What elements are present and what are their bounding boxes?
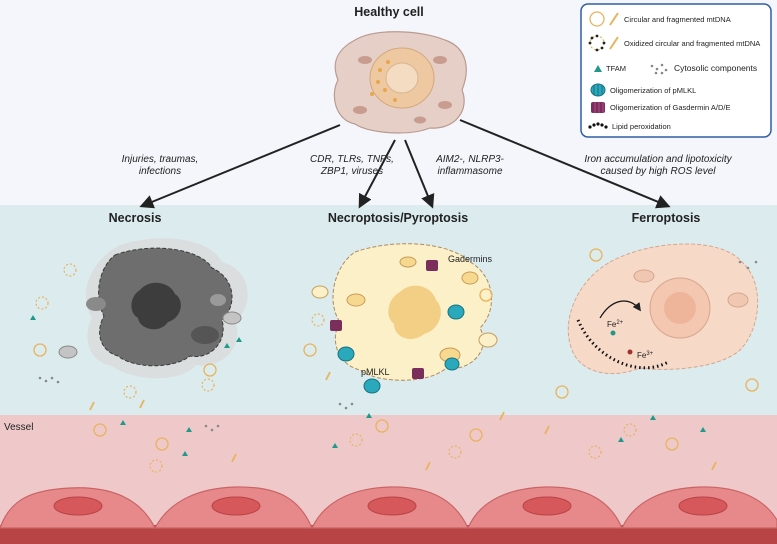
trigger-pyroptosis-line2: inflammasome bbox=[437, 166, 502, 177]
healthy-cell-title: Healthy cell bbox=[354, 5, 423, 19]
healthy-cell bbox=[333, 31, 467, 134]
ferroptotic-cell bbox=[567, 243, 759, 375]
trigger-necrosis-line2: infections bbox=[139, 166, 181, 177]
endothelium bbox=[0, 486, 777, 544]
fe3-label: Fe3+ bbox=[637, 351, 654, 360]
vessel-label: Vessel bbox=[4, 422, 33, 433]
panel-title-ferroptosis: Ferroptosis bbox=[632, 211, 701, 225]
legend-oxidized-mtdna: Oxidized circular and fragmented mtDNA bbox=[624, 39, 760, 48]
pmlkl-icon bbox=[590, 83, 606, 97]
legend-lipid: Lipid peroxidation bbox=[612, 122, 671, 131]
gasdermin-pore bbox=[330, 260, 438, 379]
trigger-pyroptosis-line1: AIM2-, NLRP3- bbox=[435, 154, 504, 165]
legend-gasdermin: Oligomerization of Gasdermin A/D/E bbox=[610, 103, 730, 112]
arrow-necrosis bbox=[139, 124, 341, 209]
gasdermins-label: Gadermins bbox=[448, 254, 493, 264]
lipid-peroxidation-icon bbox=[588, 122, 608, 129]
arrow-ferroptosis bbox=[459, 119, 671, 209]
fe2-label: Fe2+ bbox=[607, 320, 624, 329]
legend-tfam: TFAM bbox=[606, 64, 626, 73]
mtdna-fragment-icon bbox=[609, 12, 619, 26]
trigger-necroptosis-line2: ZBP1, viruses bbox=[320, 166, 383, 177]
mtdna-ring-icon bbox=[589, 11, 605, 27]
necrotic-cell bbox=[58, 238, 248, 379]
released-components bbox=[30, 248, 759, 473]
trigger-ferroptosis-line2: caused by high ROS level bbox=[600, 166, 716, 177]
trigger-necroptosis-line1: CDR, TLRs, TNFs, bbox=[310, 154, 394, 165]
panel-title-necroptosis: Necroptosis/Pyroptosis bbox=[328, 211, 468, 225]
trigger-ferroptosis-line1: Iron accumulation and lipotoxicity bbox=[584, 154, 732, 165]
oxidized-fragment-icon bbox=[609, 36, 619, 50]
pmlkl-pore bbox=[337, 304, 465, 394]
cytosolic-components-icon bbox=[650, 63, 668, 75]
legend: Circular and fragmented mtDNA Oxidized c… bbox=[580, 3, 772, 138]
panel-title-necrosis: Necrosis bbox=[109, 211, 162, 225]
tfam-icon bbox=[594, 65, 602, 72]
legend-cytosolic: Cytosolic components bbox=[674, 63, 757, 73]
pmlkl-label: pMLKL bbox=[361, 367, 390, 377]
pyroptotic-cell bbox=[311, 243, 498, 394]
arrow-necroptosis bbox=[358, 139, 396, 209]
legend-pmlkl: Oligomerization of pMLKL bbox=[610, 86, 696, 95]
legend-circular-mtdna: Circular and fragmented mtDNA bbox=[624, 15, 731, 24]
arrow-pyroptosis bbox=[404, 139, 435, 209]
trigger-necrosis-line1: Injuries, traumas, bbox=[122, 154, 199, 165]
gasdermin-icon bbox=[591, 102, 605, 113]
